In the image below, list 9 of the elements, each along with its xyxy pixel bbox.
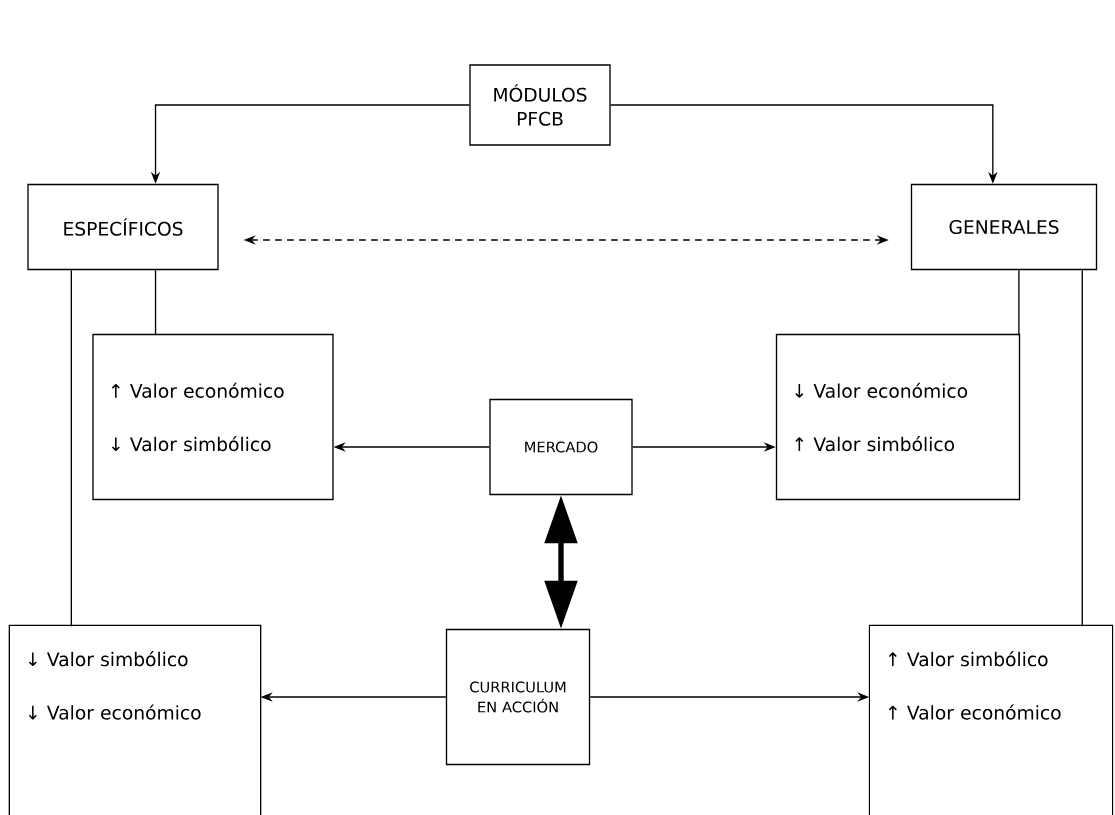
process-box: GENERALES bbox=[910, 183, 1098, 271]
process-box: ↑ Valor simbólico ↑ Valor económico bbox=[868, 624, 1114, 815]
process-box: MERCADO bbox=[489, 398, 633, 496]
process-box: ↑ Valor económico ↓ Valor simbólico bbox=[92, 333, 334, 501]
process-box: MÓDULOS PFCB bbox=[469, 64, 611, 146]
process-box: ↓ Valor económico ↑ Valor simbólico bbox=[775, 333, 1021, 501]
process-box: ↓ Valor simbólico ↓ Valor económico bbox=[8, 624, 262, 815]
process-box: CURRICULUM EN ACCIÓN bbox=[445, 628, 591, 766]
process-box: ESPECÍFICOS bbox=[27, 183, 219, 271]
